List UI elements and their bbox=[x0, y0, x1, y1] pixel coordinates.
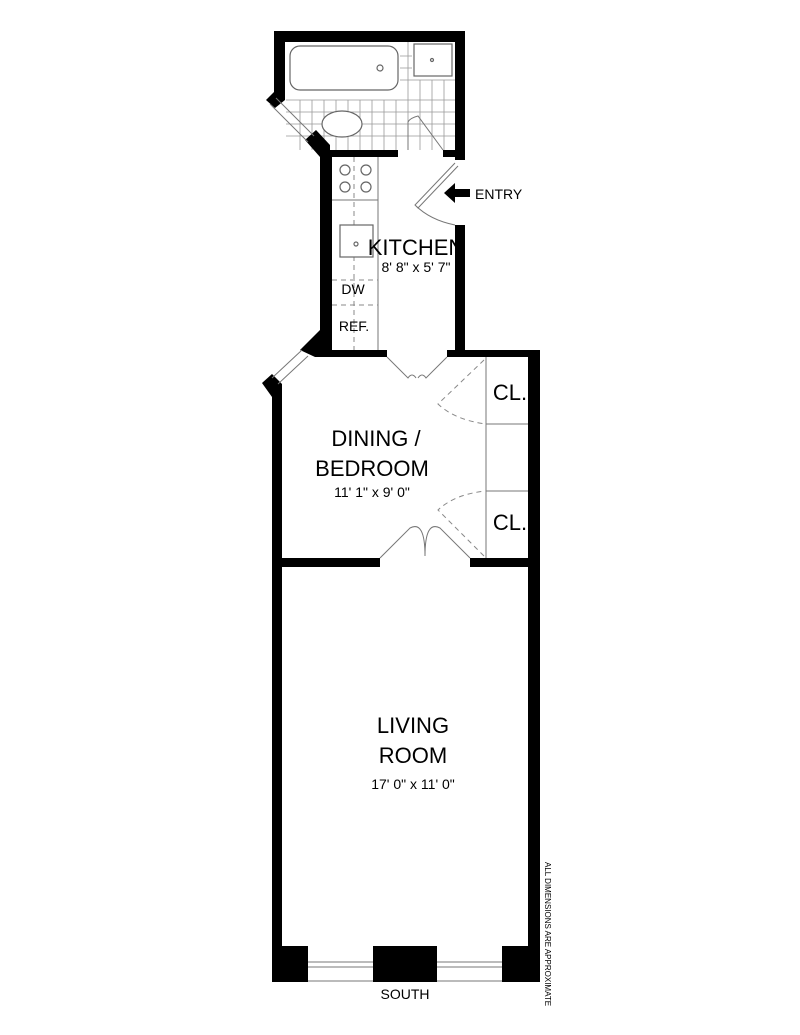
entry-door bbox=[414, 162, 459, 226]
closet-label: CL. bbox=[493, 380, 527, 405]
bathroom-door bbox=[407, 115, 444, 151]
living-label-line2: ROOM bbox=[379, 743, 447, 768]
bathtub-drain bbox=[376, 64, 384, 72]
kitchen-sink-drain bbox=[353, 241, 359, 247]
dimensions-note: ALL DIMENSIONS ARE APPROXIMATE bbox=[543, 862, 552, 1006]
refrigerator-label: REF. bbox=[339, 318, 369, 334]
stove-burners bbox=[339, 164, 372, 193]
living-label-line1: LIVING bbox=[377, 713, 449, 738]
orientation-label: SOUTH bbox=[381, 986, 430, 1002]
kitchen-dimensions: 8' 8" x 5' 7" bbox=[382, 259, 451, 275]
sink-drain bbox=[429, 57, 435, 63]
closet-label: CL. bbox=[493, 510, 527, 535]
dining-living-door bbox=[379, 526, 471, 559]
toilet bbox=[321, 110, 363, 138]
windows bbox=[269, 97, 502, 982]
kitchen-dining-door bbox=[386, 356, 448, 379]
bathtub bbox=[289, 45, 399, 91]
entry-arrow-icon bbox=[444, 183, 470, 203]
kitchen-label: KITCHEN bbox=[368, 235, 465, 260]
dining-label-line1: DINING / bbox=[331, 426, 421, 451]
dining-dimensions: 11' 1" x 9' 0" bbox=[334, 484, 410, 500]
kitchen-counter bbox=[332, 157, 379, 350]
walls bbox=[262, 31, 540, 982]
bathroom-sink bbox=[413, 43, 453, 77]
entry-label: ENTRY bbox=[475, 186, 523, 202]
dining-label-line2: BEDROOM bbox=[315, 456, 429, 481]
closets bbox=[437, 357, 528, 558]
kitchen-sink bbox=[339, 224, 374, 258]
dishwasher-label: DW bbox=[341, 281, 365, 297]
living-dimensions: 17' 0" x 11' 0" bbox=[371, 776, 455, 792]
